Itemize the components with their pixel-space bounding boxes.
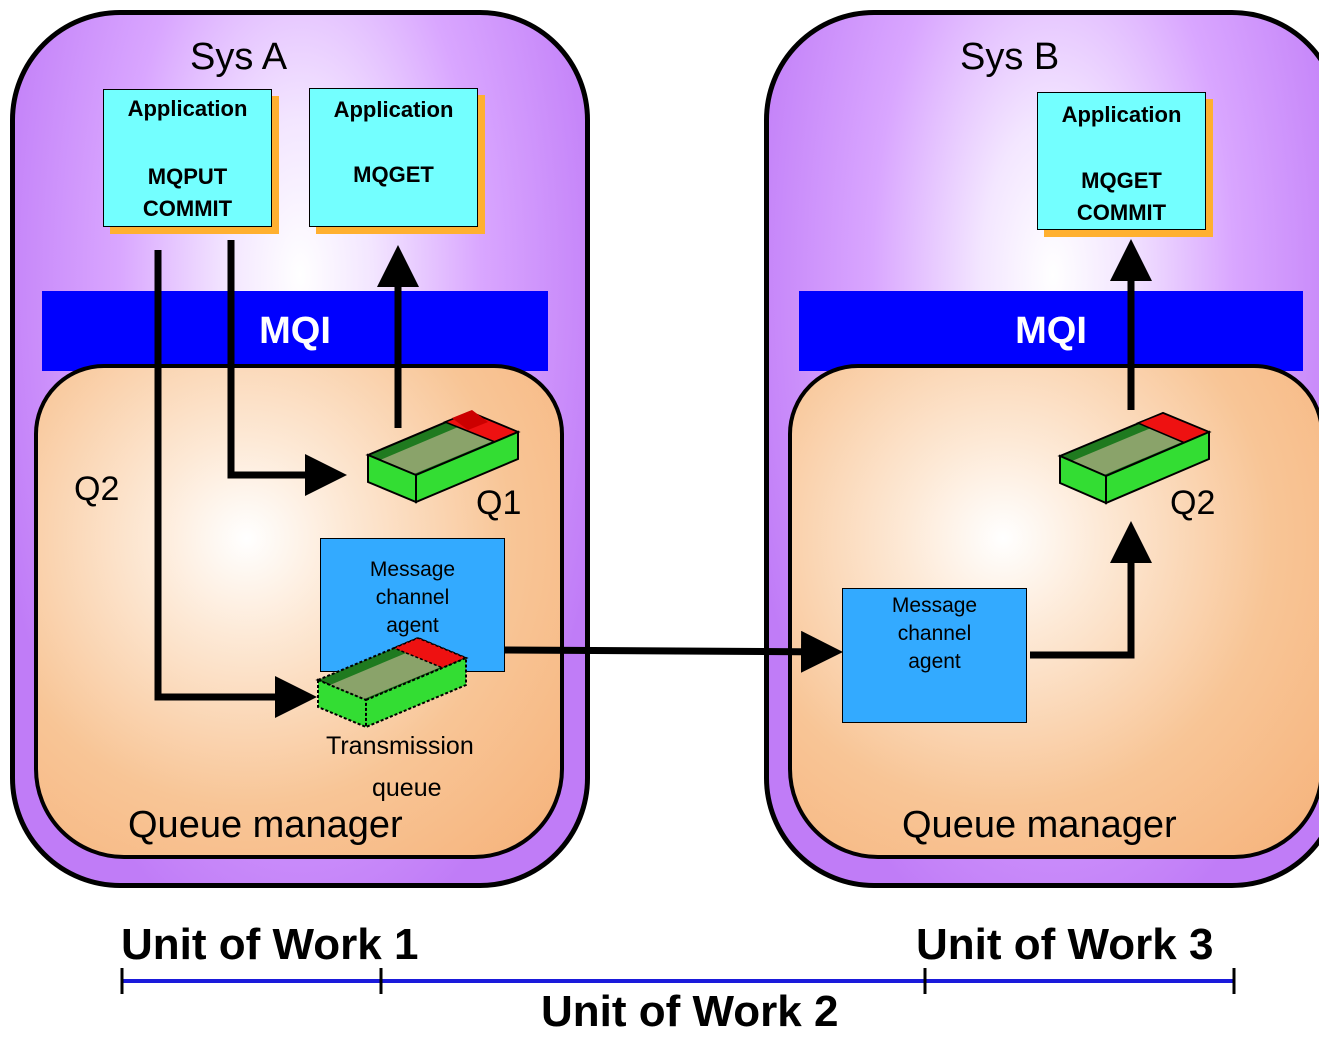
unit-of-work-3-label: Unit of Work 3 (916, 920, 1214, 969)
mca-line: Message (891, 594, 978, 617)
transmission-queue-tray (315, 636, 469, 729)
system-a-q2-label: Q2 (74, 470, 120, 508)
mca-line: agent (386, 614, 439, 637)
app-title: Application (333, 97, 454, 122)
system-a-app-put: Application MQPUT COMMIT (103, 89, 272, 227)
arrow-channel-a-to-b (504, 630, 843, 673)
system-a-mqi-bar: MQI (42, 291, 548, 371)
mca-line: channel (375, 586, 450, 609)
unit-of-work-1-label: Unit of Work 1 (121, 920, 419, 969)
queue-q2-tray (1057, 411, 1212, 505)
system-a-title: Sys A (190, 36, 288, 78)
mca-line: agent (908, 650, 961, 673)
system-b-app-get: Application MQGET COMMIT (1037, 92, 1206, 230)
arrow-commit-to-xmitq (154, 250, 317, 718)
app-command-mqget: MQGET (353, 162, 434, 187)
unit-of-work-timeline (120, 968, 1236, 994)
mca-line: Message (369, 558, 456, 581)
app-command-commit: COMMIT (142, 196, 233, 221)
system-b-title: Sys B (960, 36, 1060, 78)
app-command-mqget: MQGET (1081, 168, 1162, 193)
system-b-q2-label: Q2 (1170, 484, 1216, 522)
system-b-queue-manager-label: Queue manager (902, 804, 1177, 846)
app-title: Application (127, 96, 248, 121)
system-b-message-channel-agent: Message channel agent (842, 588, 1027, 723)
system-a-q1-label: Q1 (476, 484, 522, 522)
system-a-queue-manager-label: Queue manager (128, 804, 403, 846)
app-command-mqput: MQPUT (147, 164, 228, 189)
system-a-app-get: Application MQGET (309, 88, 478, 227)
arrow-mca-to-q2 (1030, 521, 1152, 659)
transmission-queue-label-line2: queue (372, 774, 442, 802)
arrow-mqput-to-q1 (227, 240, 347, 496)
unit-of-work-2-label: Unit of Work 2 (541, 987, 839, 1036)
mca-line: channel (897, 622, 972, 645)
transmission-queue-label-line1: Transmission (326, 732, 474, 760)
app-command-commit: COMMIT (1076, 200, 1167, 225)
flow-arrows (154, 239, 1152, 718)
app-title: Application (1061, 102, 1182, 127)
queue-q1-tray (365, 410, 521, 504)
system-b-mqi-bar: MQI (799, 291, 1303, 371)
